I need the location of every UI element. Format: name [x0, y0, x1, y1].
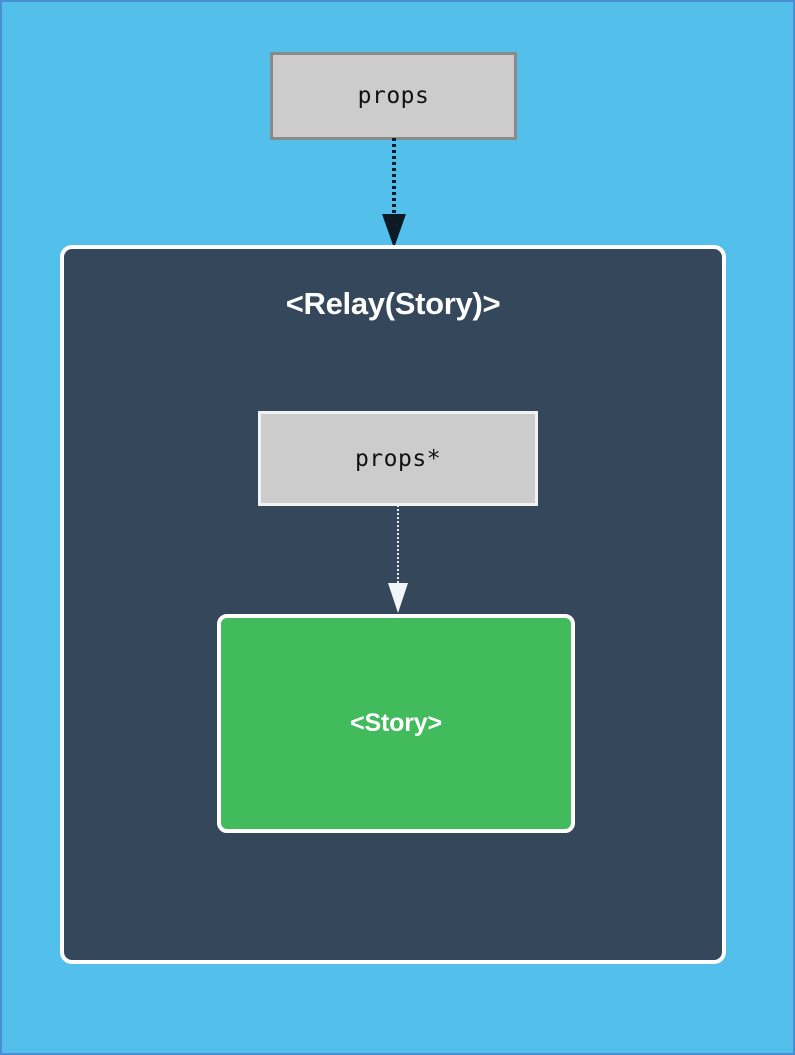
outer-props-box: props — [270, 52, 517, 140]
props-to-story-arrowhead — [388, 583, 408, 613]
props-to-relay-arrowhead — [382, 214, 406, 248]
story-component-label: <Story> — [350, 709, 442, 737]
outer-props-label: props — [357, 83, 430, 109]
story-component-box: <Story> — [217, 614, 575, 833]
props-to-relay-arrow — [382, 138, 406, 248]
relay-story-panel: <Relay(Story)> props* <Story> — [60, 245, 726, 964]
relay-panel-title: <Relay(Story)> — [285, 286, 501, 321]
props-to-story-arrow — [388, 505, 408, 613]
inner-props-box: props* — [258, 411, 538, 506]
inner-props-label: props* — [354, 445, 442, 472]
